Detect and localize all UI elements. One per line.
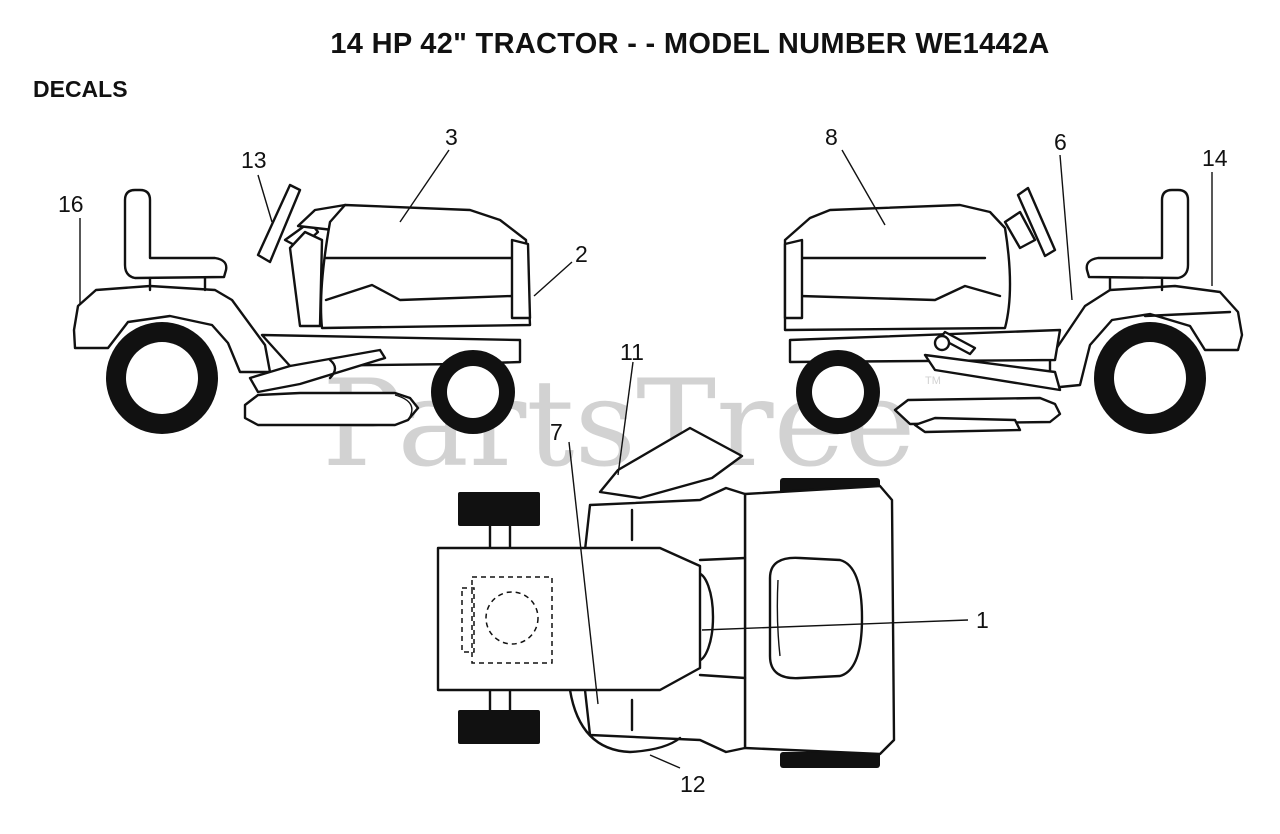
callout-8: 8	[825, 124, 838, 150]
callout-16: 16	[58, 191, 84, 217]
callout-1: 1	[976, 607, 989, 633]
section-heading: DECALS	[33, 76, 128, 102]
tractor-top-view	[436, 426, 896, 768]
leader-lines	[79, 149, 1213, 769]
callout-13: 13	[241, 147, 267, 173]
callout-7: 7	[550, 419, 563, 445]
callout-3: 3	[445, 124, 458, 150]
watermark-trademark: TM	[925, 375, 941, 387]
callout-numbers: 3 13 16 2 8 6 14 11 7 1 12	[58, 124, 1228, 797]
callout-6: 6	[1054, 129, 1067, 155]
callout-14: 14	[1202, 145, 1228, 171]
callout-2: 2	[575, 241, 588, 267]
tractor-right-side-view	[783, 186, 1244, 434]
tractor-left-side-view	[72, 183, 532, 434]
callout-11: 11	[620, 339, 644, 365]
callout-12: 12	[680, 771, 706, 797]
diagram-title: 14 HP 42" TRACTOR - - MODEL NUMBER WE144…	[330, 28, 1050, 60]
